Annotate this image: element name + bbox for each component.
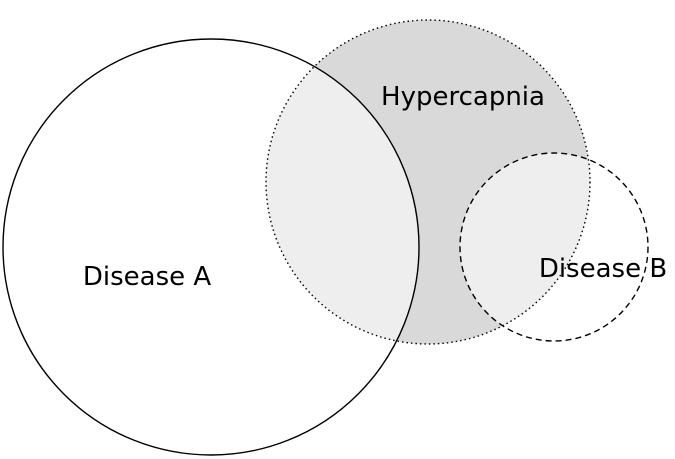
overlap-a-hypercapnia [266,39,419,344]
hypercapnia-circle-outline [265,19,591,345]
disease-b-label: Disease B [539,254,667,284]
hypercapnia-label: Hypercapnia [381,82,545,112]
overlap-b-hypercapnia [460,153,590,341]
disease-a-circle-outline [2,38,420,456]
disease-a-label: Disease A [83,262,212,292]
disease-b-circle-outline [459,152,649,342]
